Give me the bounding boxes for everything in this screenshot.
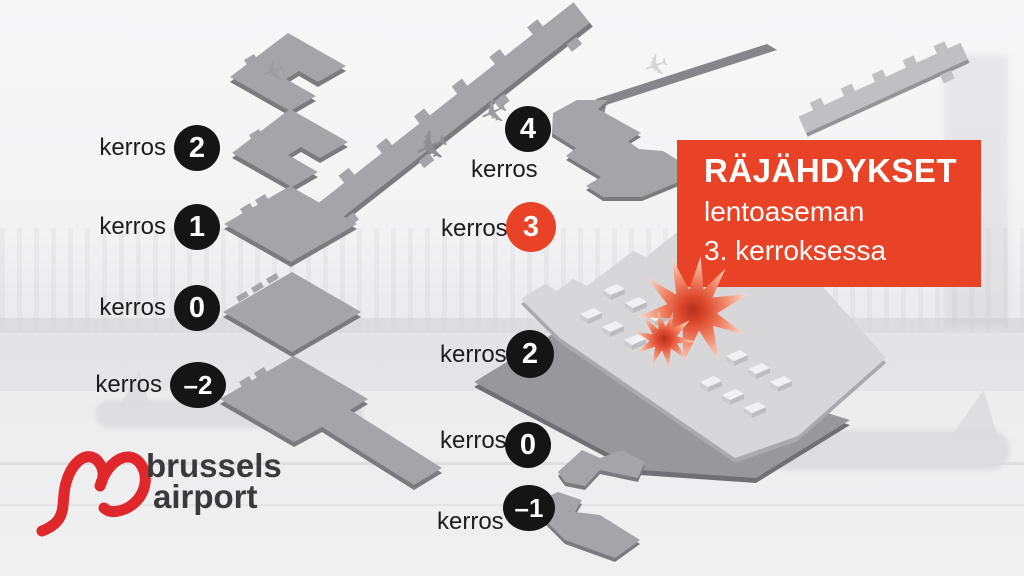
logo-word-brussels: brussels [146,447,282,484]
floor-badge-left-1: 1 [174,204,220,250]
right-floor-minus1-slab [540,492,640,562]
floor-4-link-bar [594,44,777,116]
right-floor-3-slab [521,233,886,463]
floor-badge-right-2: 2 [506,330,554,378]
floor-badge-right-4: 4 [505,106,551,152]
tarmac-line [0,462,1024,465]
floor-label-right-3: kerros [441,215,508,242]
brussels-airport-logo-text: brussels airport [146,447,282,515]
explosions-callout: RÄJÄHDYKSET lentoaseman 3. kerroksessa [677,140,981,287]
left-building-roof-slab [230,33,346,116]
floor-badge-right-minus1: –1 [503,485,555,531]
callout-line2: 3. kerroksessa [704,234,887,266]
left-floor-0-slab [223,272,361,357]
right-floor-0-slab [558,450,645,490]
floor-4-terminal [552,100,681,201]
floor-badge-right-0: 0 [505,422,551,468]
floor-4-satellite-pier [798,41,970,137]
brussels-airport-heart-icon [36,451,151,537]
floor-label-left-minus2: kerros [95,371,162,398]
floor-label-left-1: kerros [99,213,166,240]
left-floor-minus2-slab [220,356,442,490]
left-floor-2-slab [232,109,348,192]
logo-word-airport: airport [153,478,258,515]
floor-label-left-2: kerros [99,134,166,161]
callout-line1: lentoaseman [704,195,865,227]
callout-title: RÄJÄHDYKSET [704,152,958,189]
floor-badge-left-2: 2 [174,125,220,171]
floor-label-right-0: kerros [440,427,507,454]
floor-label-right-minus1: kerros [437,508,504,535]
floor-badge-left-minus2: –2 [170,362,226,408]
floor-badge-right-3: 3 [506,202,556,252]
floor-label-left-0: kerros [99,294,166,321]
left-floor-1-slab [224,186,357,267]
floor-label-right-2: kerros [440,341,507,368]
floor-badge-left-0: 0 [174,285,220,331]
floor-label-right-4: kerros [471,156,538,183]
